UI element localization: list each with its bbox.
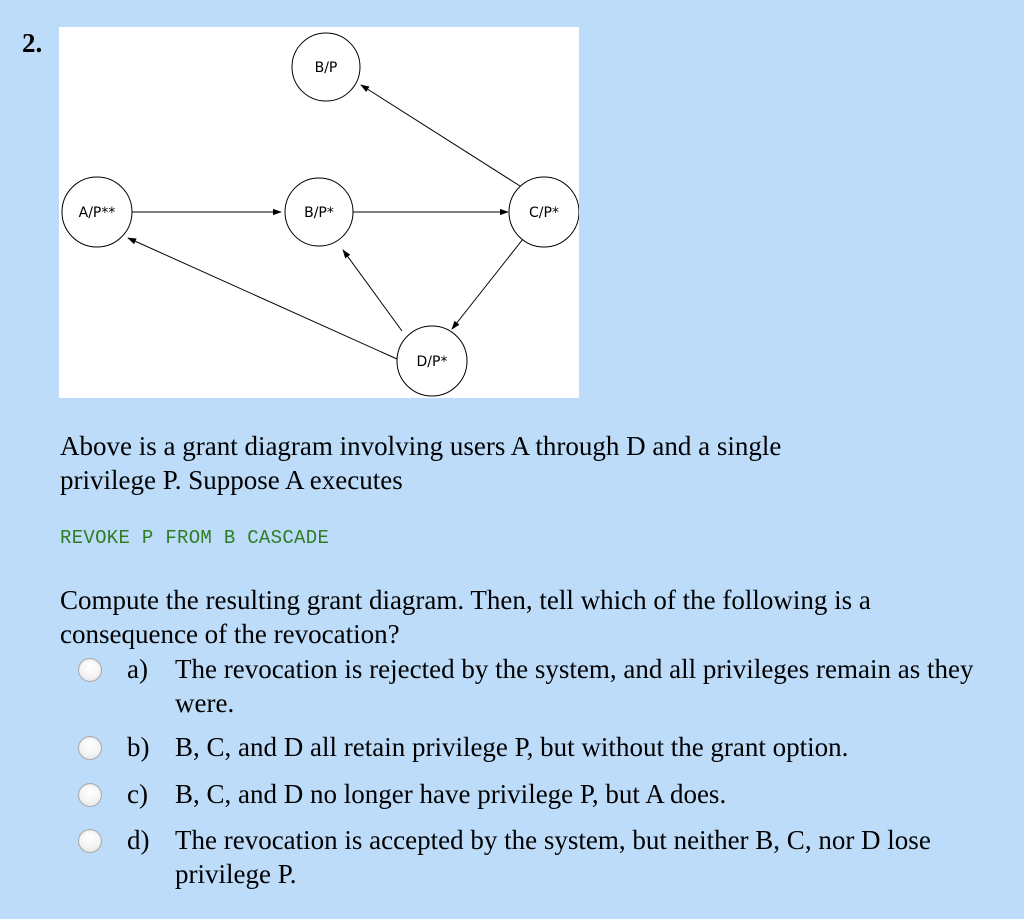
- option-letter: d): [127, 825, 150, 855]
- node-ap: A/P**: [61, 176, 133, 248]
- radio-button[interactable]: [78, 736, 102, 760]
- node-bp-star: B/P*: [284, 177, 354, 247]
- option-b[interactable]: b) B, C, and D all retain privilege P, b…: [78, 730, 1005, 764]
- option-a[interactable]: a) The revocation is rejected by the sys…: [78, 652, 1005, 720]
- option-c[interactable]: c) B, C, and D no longer have privilege …: [78, 777, 1005, 811]
- radio-button[interactable]: [78, 783, 102, 807]
- option-letter: c): [127, 779, 148, 809]
- grant-diagram-svg: B/P A/P** B/P* C/P* D/P*: [61, 32, 579, 397]
- edge-cp-to-dp: [451, 238, 524, 330]
- option-letter: b): [127, 732, 150, 762]
- node-bp-top: B/P: [291, 32, 361, 102]
- edge-dp-to-bpstar: [342, 249, 403, 332]
- option-d[interactable]: d) The revocation is accepted by the sys…: [78, 823, 1005, 891]
- node-dp: D/P*: [396, 325, 468, 397]
- question-intro: Above is a grant diagram involving users…: [60, 431, 782, 495]
- sql-statement: REVOKE P FROM B CASCADE: [60, 527, 330, 549]
- radio-button[interactable]: [78, 658, 102, 682]
- question-prompt: Compute the resulting grant diagram. The…: [60, 585, 871, 649]
- radio-button[interactable]: [78, 829, 102, 853]
- option-text: B, C, and D no longer have privilege P, …: [175, 779, 727, 809]
- grant-diagram: B/P A/P** B/P* C/P* D/P*: [59, 27, 579, 398]
- option-text: B, C, and D all retain privilege P, but …: [175, 732, 849, 762]
- node-cp: C/P*: [508, 176, 579, 248]
- option-letter: a): [127, 654, 148, 684]
- option-text: The revocation is accepted by the system…: [175, 825, 931, 889]
- node-cp-label: C/P*: [529, 205, 559, 221]
- option-text: The revocation is rejected by the system…: [175, 654, 974, 718]
- node-dp-label: D/P*: [417, 354, 448, 370]
- question-number: 2.: [22, 28, 43, 58]
- node-bp-top-label: B/P: [315, 60, 338, 76]
- edge-dp-to-ap: [127, 237, 398, 360]
- node-bp-star-label: B/P*: [304, 205, 334, 221]
- edge-cp-to-bptop: [360, 84, 521, 187]
- node-ap-label: A/P**: [79, 205, 116, 221]
